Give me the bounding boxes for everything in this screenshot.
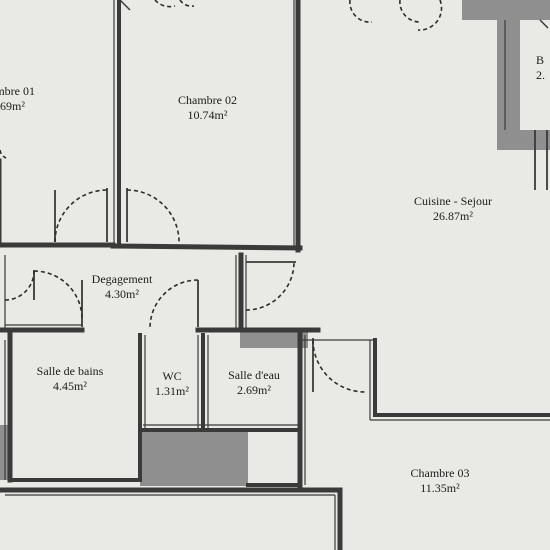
room-label-chambre-01: ambre 01 69m²	[0, 84, 40, 114]
room-name: WC	[162, 369, 182, 383]
room-name: ambre 01	[0, 84, 35, 98]
room-name: Salle d'eau	[228, 368, 280, 382]
room-name: B	[536, 53, 545, 67]
room-name: Salle de bains	[36, 364, 104, 378]
room-name: Cuisine - Sejour	[414, 194, 492, 208]
room-area: 2.69m²	[237, 383, 271, 397]
room-area: 1.31m²	[155, 384, 189, 398]
room-label-wc: WC 1.31m²	[145, 369, 199, 399]
room-label-degagement: Degagement 4.30m²	[72, 272, 172, 302]
room-name: Chambre 02	[178, 93, 237, 107]
room-area: 4.30m²	[105, 287, 139, 301]
room-label-salle-d-eau: Salle d'eau 2.69m²	[210, 368, 298, 398]
room-area: 10.74m²	[187, 108, 228, 122]
room-label-cuisine-sejour: Cuisine - Sejour 26.87m²	[388, 194, 518, 224]
room-area: 26.87m²	[433, 209, 473, 223]
window-marks	[119, 0, 549, 29]
room-name: Degagement	[91, 272, 153, 286]
solid-wall-fills	[0, 0, 550, 486]
room-area: 4.45m²	[53, 379, 87, 393]
room-label-salle-de-bains: Salle de bains 4.45m²	[18, 364, 122, 394]
room-area: 11.35m²	[420, 481, 460, 495]
room-label-bath-top: B 2.	[536, 53, 550, 83]
room-label-chambre-03: Chambre 03 11.35m²	[385, 466, 495, 496]
room-name: Chambre 03	[410, 466, 470, 480]
room-area: 69m²	[0, 99, 25, 113]
wall-details	[4, 0, 550, 550]
door-swings	[0, 0, 443, 393]
room-area: 2.	[536, 68, 545, 82]
room-label-chambre-02: Chambre 02 10.74m²	[150, 93, 265, 123]
